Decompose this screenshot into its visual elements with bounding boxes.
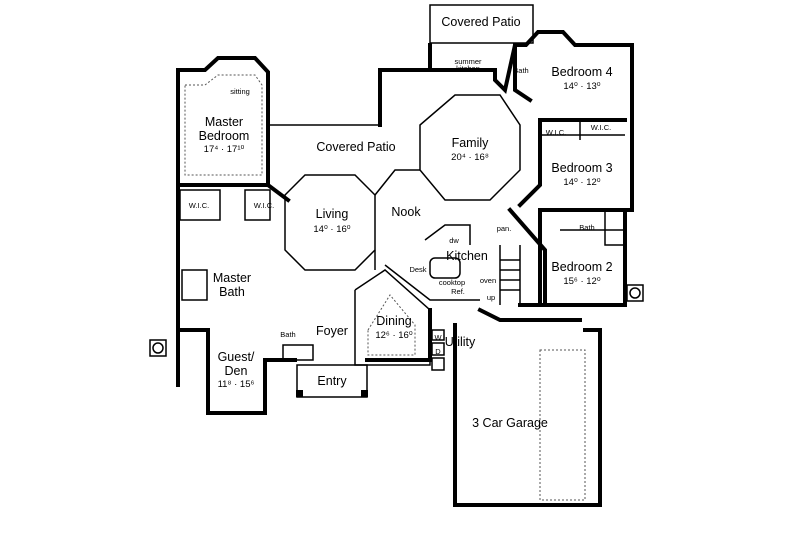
label-up: up <box>487 293 495 302</box>
label-desk: Desk <box>409 265 426 274</box>
label-bath-guest: Bath <box>280 330 295 339</box>
walls <box>149 4 644 507</box>
room-guest-den-line1: Guest/ <box>218 350 255 364</box>
label-dw: dw <box>449 236 459 245</box>
label-dryer: D <box>435 347 441 356</box>
label-pan: pan. <box>497 224 512 233</box>
room-covered-patio: Covered Patio <box>316 140 395 154</box>
room-entry: Entry <box>317 374 347 388</box>
label-bath-bed2: Bath <box>579 223 594 232</box>
room-master-bedroom-line2: Bedroom <box>199 129 250 143</box>
room-guest-den-dim: 11⁸ · 15⁶ <box>218 379 255 390</box>
label-bath-bed4: Bath <box>513 66 528 75</box>
room-bedroom-2-dim: 15⁶ · 12⁰ <box>563 276 600 287</box>
room-master-bath-line2: Bath <box>219 285 245 299</box>
label-washer: W <box>434 333 442 342</box>
label-wic-bed4: W.I.C. <box>591 123 611 132</box>
room-utility: Utility <box>445 335 476 349</box>
room-garage: 3 Car Garage <box>472 416 548 430</box>
room-family: Family <box>452 136 490 150</box>
room-master-bedroom-line1: Master <box>205 115 243 129</box>
room-foyer: Foyer <box>316 324 348 338</box>
room-guest-den-line2: Den <box>225 364 248 378</box>
room-living: Living <box>316 207 349 221</box>
room-master-bath-line1: Master <box>213 271 251 285</box>
room-dining-dim: 12⁶ · 16⁰ <box>375 330 412 341</box>
label-wic-master-2: W.I.C. <box>254 201 274 210</box>
room-bedroom-3: Bedroom 3 <box>551 161 612 175</box>
label-cooktop: cooktop <box>439 278 465 287</box>
room-family-dim: 20⁴ · 16⁸ <box>451 152 489 163</box>
room-living-dim: 14⁰ · 16⁰ <box>313 224 350 235</box>
room-dining: Dining <box>376 314 411 328</box>
room-bedroom-3-dim: 14⁰ · 12⁰ <box>563 177 600 188</box>
label-sitting: sitting <box>230 87 250 96</box>
room-covered-patio-top: Covered Patio <box>441 15 520 29</box>
room-bedroom-2: Bedroom 2 <box>551 260 612 274</box>
label-oven: oven <box>480 276 496 285</box>
room-master-bedroom-dim: 17⁴ · 17¹⁰ <box>204 144 245 155</box>
label-summer-kitchen-1: summer <box>454 57 482 66</box>
room-kitchen: Kitchen <box>446 249 488 263</box>
label-ref: Ref. <box>451 287 465 296</box>
label-summer-kitchen-2: kitchen <box>456 64 480 73</box>
room-nook: Nook <box>391 205 421 219</box>
label-wic-master-1: W.I.C. <box>189 201 209 210</box>
room-bedroom-4-dim: 14⁰ · 13⁰ <box>563 81 600 92</box>
label-wic-bed3: W.I.C. <box>546 128 566 137</box>
room-bedroom-4: Bedroom 4 <box>551 65 612 79</box>
